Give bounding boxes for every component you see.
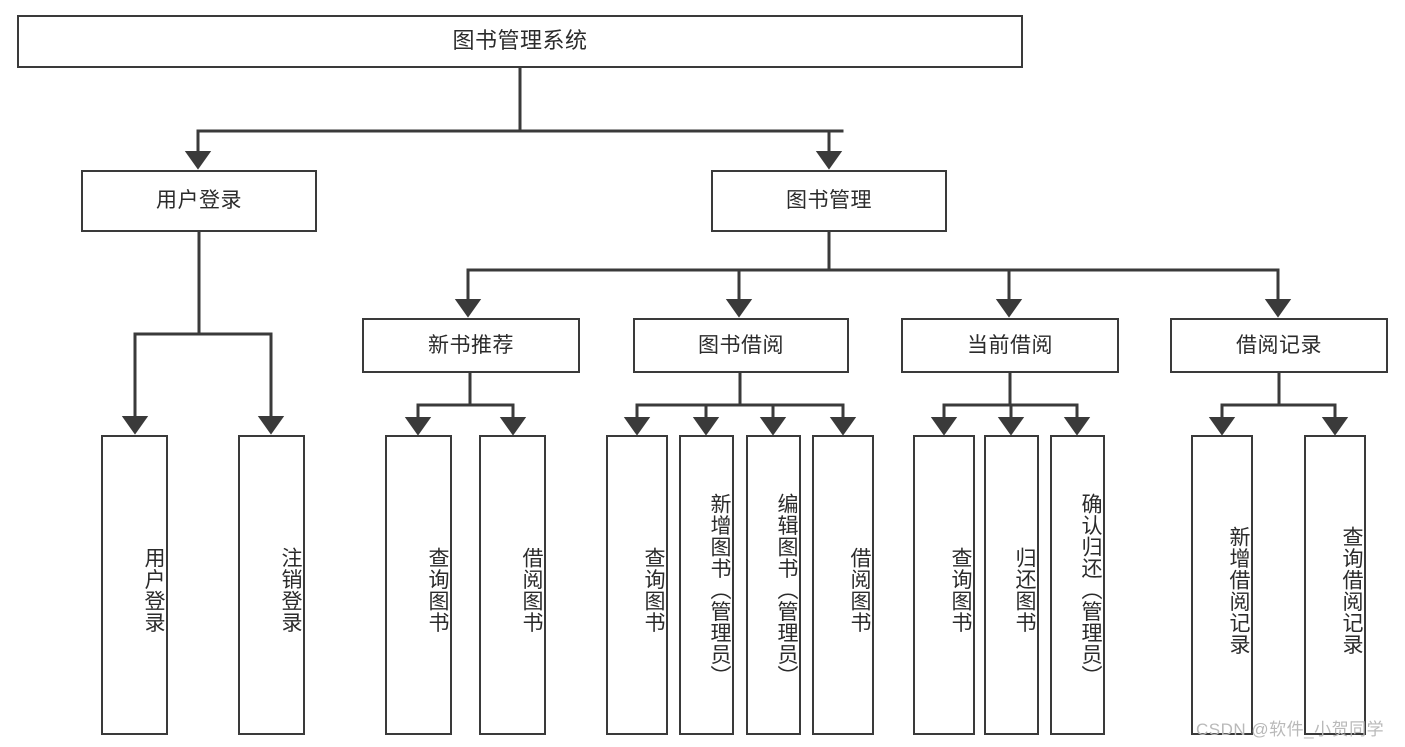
node-leaf-borrow-book-recommend[interactable]: 借阅图书 <box>479 435 546 735</box>
node-leaf-user-login[interactable]: 用户登录 <box>101 435 168 735</box>
node-leaf-add-book-admin[interactable]: 新增图书（管理员） <box>679 435 734 735</box>
node-current-borrow[interactable]: 当前借阅 <box>901 318 1119 373</box>
node-user-login[interactable]: 用户登录 <box>81 170 317 232</box>
node-book-borrow[interactable]: 图书借阅 <box>633 318 849 373</box>
csdn-watermark: CSDN @软件_小贺同学 <box>1196 720 1385 739</box>
node-leaf-query-book-recommend[interactable]: 查询图书 <box>385 435 452 735</box>
node-borrow-record[interactable]: 借阅记录 <box>1170 318 1388 373</box>
node-leaf-borrow-book[interactable]: 借阅图书 <box>812 435 874 735</box>
node-leaf-query-book-borrow[interactable]: 查询图书 <box>606 435 668 735</box>
node-leaf-add-borrow-record[interactable]: 新增借阅记录 <box>1191 435 1253 735</box>
node-leaf-edit-book-admin[interactable]: 编辑图书（管理员） <box>746 435 801 735</box>
node-new-book-recommend[interactable]: 新书推荐 <box>362 318 580 373</box>
node-leaf-confirm-return-admin[interactable]: 确认归还（管理员） <box>1050 435 1105 735</box>
node-leaf-query-borrow-record[interactable]: 查询借阅记录 <box>1304 435 1366 735</box>
node-leaf-return-book[interactable]: 归还图书 <box>984 435 1039 735</box>
node-root[interactable]: 图书管理系统 <box>17 15 1023 68</box>
node-leaf-logout[interactable]: 注销登录 <box>238 435 305 735</box>
node-leaf-query-book-current[interactable]: 查询图书 <box>913 435 975 735</box>
node-book-manage[interactable]: 图书管理 <box>711 170 947 232</box>
